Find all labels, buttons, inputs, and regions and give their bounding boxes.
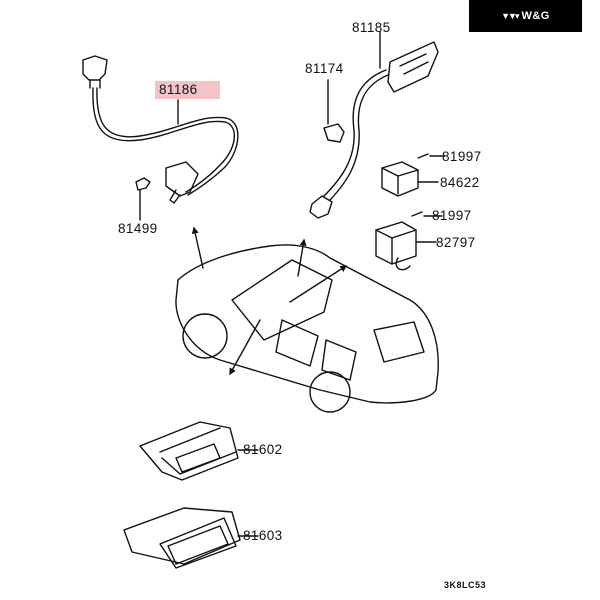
part-label-81602[interactable]: 81602 xyxy=(243,442,283,457)
harness-81186-drawing xyxy=(82,55,239,204)
drawing-code: 3K8LC53 xyxy=(444,580,487,590)
part-label-81603[interactable]: 81603 xyxy=(243,528,283,543)
part-label-81174[interactable]: 81174 xyxy=(305,61,344,76)
part-label-82797[interactable]: 82797 xyxy=(436,235,476,250)
brand-name: W&G xyxy=(521,10,550,22)
part-label-81997-upper[interactable]: 81997 xyxy=(442,149,482,164)
triple-chevron-logo-icon: ▼▼▾ xyxy=(501,10,519,21)
module-82797-drawing xyxy=(375,211,443,271)
cover-81603-drawing xyxy=(123,507,259,569)
part-label-81185[interactable]: 81185 xyxy=(352,20,391,35)
clip-81174-drawing xyxy=(323,79,345,143)
clip-81499-drawing xyxy=(135,177,151,221)
part-label-84622[interactable]: 84622 xyxy=(440,175,480,190)
cable-81185-drawing xyxy=(309,31,439,219)
relay-84622-drawing xyxy=(381,153,445,197)
part-label-81997-lower[interactable]: 81997 xyxy=(432,208,472,223)
brand-badge: ▼▼▾ W&G xyxy=(469,0,582,32)
clock-81602-drawing xyxy=(139,421,259,481)
vehicle-drawing xyxy=(175,226,439,413)
part-label-81499[interactable]: 81499 xyxy=(118,221,158,236)
part-label-81186[interactable]: 81186 xyxy=(155,81,220,99)
